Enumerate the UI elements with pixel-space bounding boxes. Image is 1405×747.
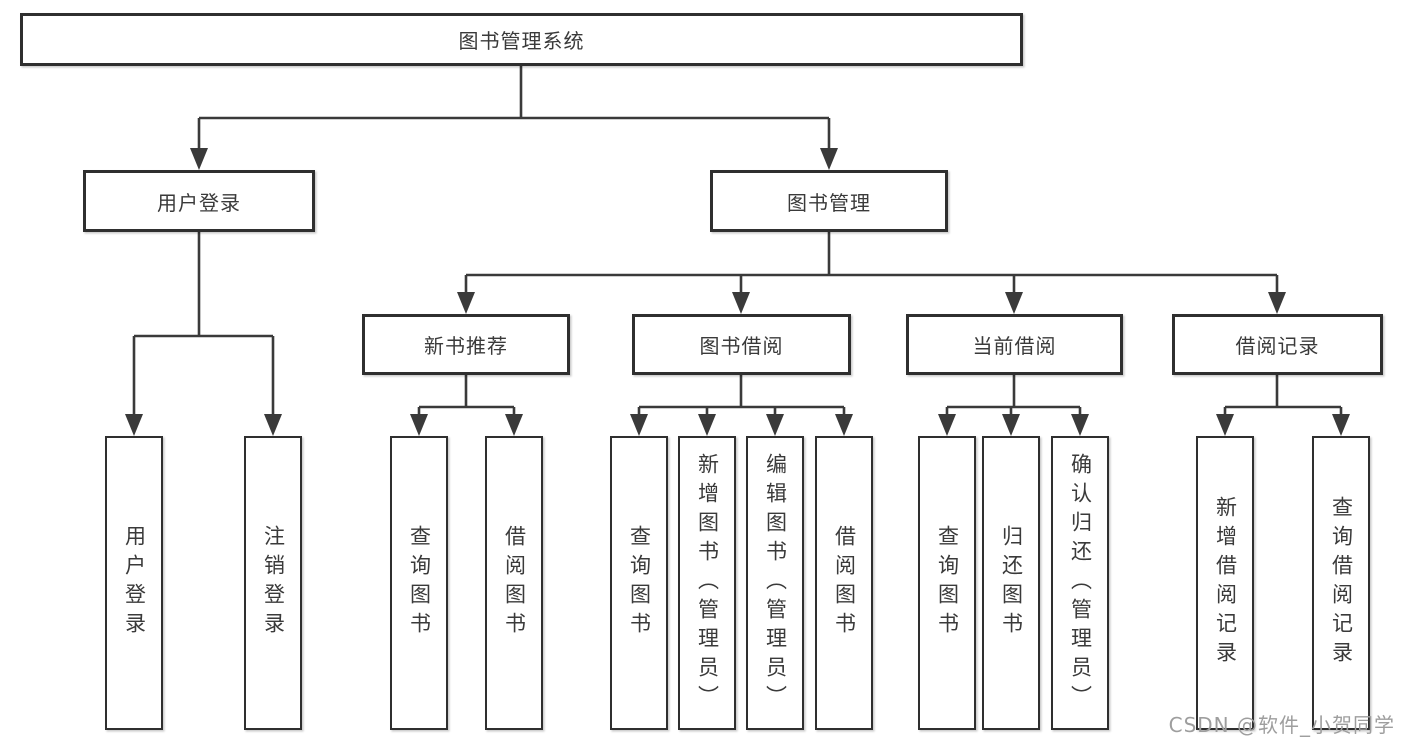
leaf-add-borrow-record-label: 新增借阅记录: [1213, 496, 1238, 670]
leaf-borrow-books-2: 借阅图书: [815, 436, 873, 730]
leaf-query-books-1-label: 查询图书: [407, 525, 432, 641]
leaf-add-book: 新增图书（管理员）: [678, 436, 736, 730]
arrowhead-book-borrowing: [732, 292, 750, 314]
arrowhead-leaf-query-borrow-record: [1332, 414, 1350, 436]
arrowhead-leaf-borrow-books-1: [505, 414, 523, 436]
leaf-return-book-label: 归还图书: [999, 525, 1024, 641]
leaf-edit-book-label: 编辑图书（管理员）: [763, 452, 788, 714]
node-user-login: 用户登录: [83, 170, 315, 232]
leaf-add-book-label: 新增图书（管理员）: [695, 452, 720, 714]
leaf-query-books-2-label: 查询图书: [627, 525, 652, 641]
arrowhead-user-login: [190, 148, 208, 170]
arrowhead-new-book-recommend: [457, 292, 475, 314]
connector-borrow-records-to-leaves: [1223, 374, 1343, 418]
watermark: CSDN @软件_小贺同学: [1168, 713, 1395, 737]
arrowhead-leaf-query-books-1: [410, 414, 428, 436]
arrowhead-leaf-edit-book: [766, 414, 784, 436]
leaf-borrow-books-2-label: 借阅图书: [832, 525, 857, 641]
arrowhead-leaf-query-books-2: [630, 414, 648, 436]
leaf-query-borrow-record: 查询借阅记录: [1312, 436, 1370, 730]
leaf-confirm-return: 确认归还（管理员）: [1051, 436, 1109, 730]
leaf-logout-label: 注销登录: [261, 525, 286, 641]
arrowhead-current-borrowing: [1005, 292, 1023, 314]
arrowhead-leaf-confirm-return: [1071, 414, 1089, 436]
arrowhead-leaf-user-login: [125, 414, 143, 436]
leaf-edit-book: 编辑图书（管理员）: [746, 436, 804, 730]
connector-root-to-level2: [197, 65, 831, 152]
leaf-return-book: 归还图书: [982, 436, 1040, 730]
node-borrow-records: 借阅记录: [1172, 314, 1383, 375]
connector-new-book-recommend-to-leaves: [417, 374, 516, 418]
node-current-borrowing: 当前借阅: [906, 314, 1123, 375]
arrowhead-leaf-query-books-3: [938, 414, 956, 436]
leaf-confirm-return-label: 确认归还（管理员）: [1068, 452, 1093, 714]
leaf-query-books-1: 查询图书: [390, 436, 448, 730]
leaf-user-login-label: 用户登录: [122, 525, 147, 641]
node-book-borrowing: 图书借阅: [632, 314, 851, 375]
leaf-query-books-3: 查询图书: [918, 436, 976, 730]
leaf-add-borrow-record: 新增借阅记录: [1196, 436, 1254, 730]
leaf-user-login: 用户登录: [105, 436, 163, 730]
leaf-query-books-2: 查询图书: [610, 436, 668, 730]
arrowhead-borrow-records: [1268, 292, 1286, 314]
leaf-borrow-books-1: 借阅图书: [485, 436, 543, 730]
connector-current-borrowing-to-leaves: [945, 374, 1082, 418]
connector-book-management-to-level3: [464, 231, 1279, 296]
node-root: 图书管理系统: [20, 13, 1023, 66]
leaf-query-books-3-label: 查询图书: [935, 525, 960, 641]
node-new-book-recommend: 新书推荐: [362, 314, 570, 375]
leaf-logout: 注销登录: [244, 436, 302, 730]
arrowhead-leaf-logout: [264, 414, 282, 436]
arrowhead-leaf-add-book: [698, 414, 716, 436]
connector-book-borrowing-to-leaves: [637, 374, 846, 418]
arrowhead-book-management: [820, 148, 838, 170]
arrowhead-leaf-add-borrow-record: [1216, 414, 1234, 436]
node-book-management: 图书管理: [710, 170, 948, 232]
arrowhead-leaf-borrow-books-2: [835, 414, 853, 436]
arrowhead-leaf-return-book: [1002, 414, 1020, 436]
connector-user-login-to-leaves: [132, 231, 275, 418]
leaf-query-borrow-record-label: 查询借阅记录: [1329, 496, 1354, 670]
leaf-borrow-books-1-label: 借阅图书: [502, 525, 527, 641]
